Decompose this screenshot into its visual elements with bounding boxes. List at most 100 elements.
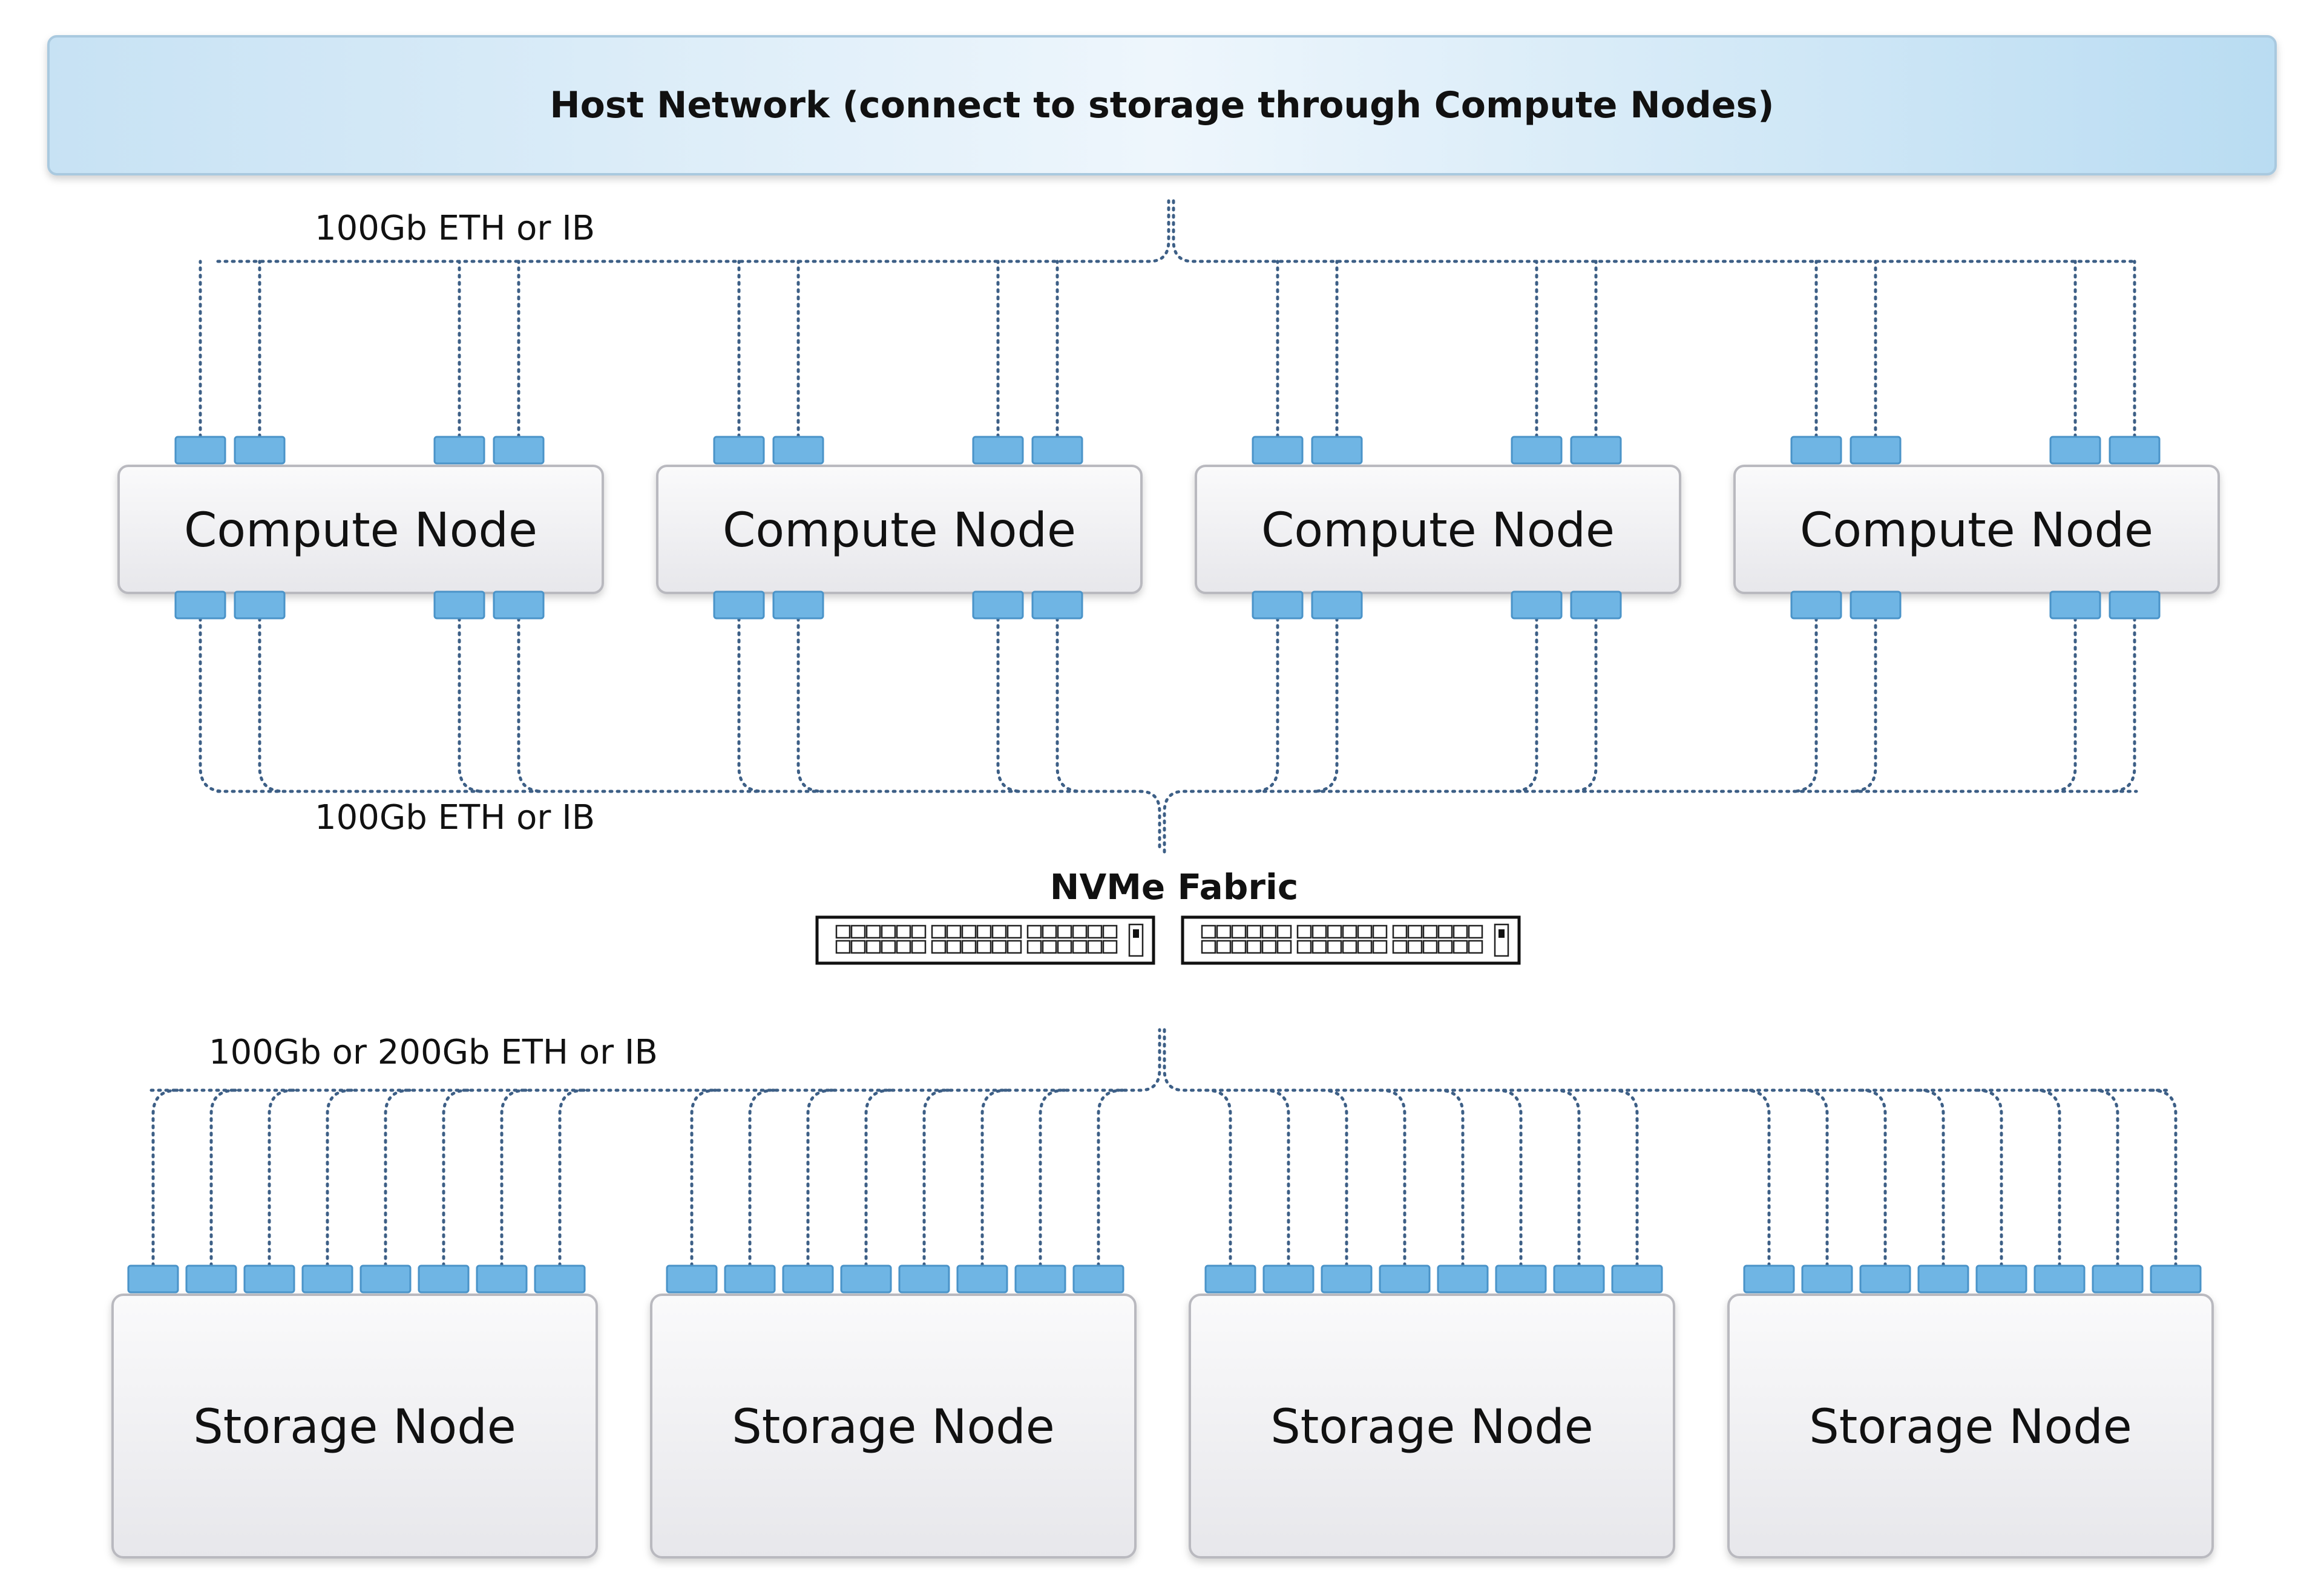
storage-link-wire bbox=[1801, 1088, 1829, 1268]
storage-link-wire bbox=[806, 1088, 834, 1268]
fabric-switches bbox=[815, 915, 1521, 965]
network-port bbox=[1975, 1264, 2027, 1294]
storage-node-label: Storage Node bbox=[732, 1400, 1055, 1454]
compute-node-box bbox=[1195, 465, 1681, 594]
switch-port bbox=[1437, 940, 1453, 954]
network-port bbox=[2049, 436, 2101, 465]
network-port bbox=[234, 591, 286, 620]
compute-node: Compute Node bbox=[656, 436, 1143, 620]
storage-bus-wire bbox=[149, 1028, 2171, 1092]
network-port bbox=[359, 1264, 412, 1294]
switch-port bbox=[1468, 940, 1483, 954]
compute-node-box bbox=[656, 465, 1143, 594]
storage-link-wire bbox=[500, 1088, 528, 1268]
switch-port bbox=[1042, 924, 1057, 939]
network-port bbox=[1014, 1264, 1066, 1294]
network-port bbox=[1252, 436, 1304, 465]
switch-port bbox=[1026, 940, 1042, 954]
switch-indicator bbox=[1133, 929, 1139, 938]
storage-node-box bbox=[111, 1294, 598, 1559]
fabric-link-wire bbox=[258, 617, 286, 793]
storage-node-box bbox=[1727, 1294, 2214, 1559]
switch-port bbox=[1407, 924, 1423, 939]
storage-link-wire bbox=[1859, 1088, 1887, 1268]
switch-module bbox=[1128, 923, 1144, 957]
storage-link-wire bbox=[268, 1088, 295, 1268]
network-port bbox=[1031, 436, 1083, 465]
switch-port bbox=[1392, 940, 1408, 954]
network-port bbox=[2092, 1264, 2144, 1294]
fabric-link-wire bbox=[1850, 617, 1877, 793]
storage-link-wire bbox=[384, 1088, 412, 1268]
switch-port bbox=[881, 940, 896, 954]
switch-port bbox=[1216, 924, 1232, 939]
storage-link-wire bbox=[1379, 1088, 1407, 1268]
switch-port bbox=[1327, 924, 1342, 939]
compute-node: Compute Node bbox=[1195, 436, 1681, 620]
network-port bbox=[185, 1264, 237, 1294]
switch-port bbox=[1422, 924, 1438, 939]
storage-link-wire bbox=[1495, 1088, 1523, 1268]
nvme-fabric: NVMe Fabric bbox=[815, 866, 1521, 965]
switch-port bbox=[1327, 940, 1342, 954]
network-port bbox=[234, 436, 286, 465]
storage-link-wire bbox=[1097, 1088, 1124, 1268]
switch-port bbox=[1057, 940, 1072, 954]
switch-port bbox=[1102, 940, 1118, 954]
switch-port bbox=[991, 924, 1007, 939]
storage-link-wire bbox=[1039, 1088, 1066, 1268]
switch-port bbox=[1006, 924, 1022, 939]
compute-node-box bbox=[1733, 465, 2220, 594]
storage-link-wire bbox=[326, 1088, 353, 1268]
storage-link-wire bbox=[690, 1088, 718, 1268]
switch-port bbox=[835, 940, 851, 954]
network-port bbox=[243, 1264, 295, 1294]
storage-link-wire bbox=[748, 1088, 776, 1268]
switch-port bbox=[1216, 940, 1232, 954]
switch-port bbox=[931, 924, 947, 939]
network-port bbox=[1511, 436, 1563, 465]
storage-link-wire bbox=[442, 1088, 470, 1268]
network-port bbox=[724, 1264, 776, 1294]
fabric-to-storage-links bbox=[149, 1028, 2178, 1268]
switch-port bbox=[1102, 924, 1118, 939]
network-port bbox=[1311, 591, 1363, 620]
fabric-link-wire bbox=[458, 617, 485, 793]
switch-port bbox=[835, 924, 851, 939]
storage-link-wire bbox=[209, 1088, 237, 1268]
switch-port bbox=[1372, 940, 1388, 954]
network-port bbox=[1262, 1264, 1315, 1294]
storage-link-wire bbox=[2034, 1088, 2061, 1268]
switch-port bbox=[1311, 924, 1327, 939]
storage-link-wire bbox=[1553, 1088, 1581, 1268]
network-port bbox=[301, 1264, 353, 1294]
network-port bbox=[1570, 591, 1622, 620]
compute-node-label: Compute Node bbox=[184, 503, 537, 558]
switch-port bbox=[1231, 924, 1247, 939]
network-port bbox=[1859, 1264, 1911, 1294]
network-port bbox=[772, 436, 824, 465]
switch-port bbox=[1311, 940, 1327, 954]
compute-node: Compute Node bbox=[117, 436, 604, 620]
storage-node: Storage Node bbox=[1727, 1264, 2214, 1559]
switch-port bbox=[1342, 940, 1357, 954]
switch-port bbox=[1201, 924, 1216, 939]
network-port bbox=[666, 1264, 718, 1294]
switch-port bbox=[1407, 940, 1423, 954]
fabric-link-wire bbox=[1055, 617, 1083, 793]
network-port bbox=[956, 1264, 1008, 1294]
switch-port bbox=[911, 940, 927, 954]
network-port bbox=[1321, 1264, 1373, 1294]
switch-port bbox=[961, 940, 977, 954]
switch-port bbox=[946, 924, 962, 939]
fabric-switch bbox=[815, 915, 1155, 965]
host-network-label: Host Network (connect to storage through… bbox=[550, 84, 1774, 126]
network-port bbox=[2109, 436, 2161, 465]
switch-port bbox=[1296, 924, 1312, 939]
switch-port bbox=[1357, 924, 1373, 939]
switch-port bbox=[1452, 940, 1468, 954]
switch-port bbox=[1276, 940, 1292, 954]
network-port bbox=[493, 591, 545, 620]
